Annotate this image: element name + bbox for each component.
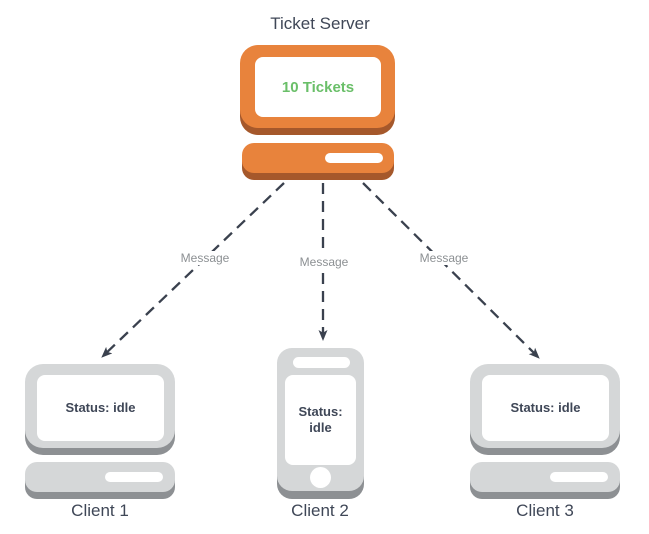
client2-screen: Status: idle (285, 375, 356, 465)
server-monitor: 10 Tickets (240, 45, 395, 128)
client2-status-line2: idle (309, 420, 332, 435)
client3-base-pill (550, 472, 608, 482)
client2-status-text: Status: idle (298, 404, 342, 437)
client2-label: Client 2 (291, 501, 349, 520)
client1-base-pill (105, 472, 163, 482)
client2-phone: Status: idle (277, 348, 364, 491)
message-label-3: Message (416, 251, 472, 265)
client2-status-line1: Status: (298, 403, 343, 419)
server-base-pill (325, 153, 383, 163)
arrow-server-to-client1 (101, 182, 285, 358)
client1-status-text: Status: idle (65, 399, 136, 415)
message-label-2: Message (296, 255, 352, 269)
client1-screen: Status: idle (37, 375, 164, 441)
server-screen: 10 Tickets (255, 57, 381, 117)
server-keyboard-base (242, 143, 394, 173)
ticket-count-text: 10 Tickets (281, 78, 355, 96)
client2-home-button (310, 467, 331, 488)
client3-keyboard-base (470, 462, 620, 492)
server-title: Ticket Server (270, 14, 370, 33)
arrow-server-to-client3 (362, 182, 540, 359)
client2-speaker (293, 357, 350, 368)
client3-monitor: Status: idle (470, 364, 620, 448)
client3-screen: Status: idle (482, 375, 609, 441)
client1-keyboard-base (25, 462, 175, 492)
client3-status-text: Status: idle (510, 399, 581, 415)
client1-label: Client 1 (71, 501, 129, 520)
client1-monitor: Status: idle (25, 364, 175, 448)
client3-label: Client 3 (516, 501, 574, 520)
message-label-1: Message (177, 251, 233, 265)
